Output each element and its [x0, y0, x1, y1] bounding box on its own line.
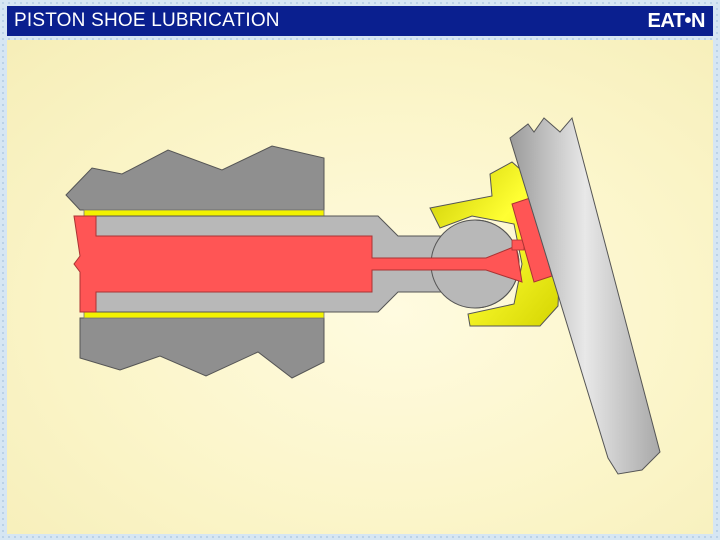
- slide-title: PISTON SHOE LUBRICATION: [14, 10, 280, 31]
- bore-liner-upper: [83, 209, 325, 217]
- cylinder-block-upper: [65, 145, 325, 211]
- swashplate: [509, 116, 661, 475]
- oil-passage-piston: [73, 215, 523, 313]
- title-bar: PISTON SHOE LUBRICATION EAT•N: [7, 6, 713, 36]
- eaton-logo: EAT•N: [647, 9, 706, 32]
- cylinder-block-lower: [79, 317, 325, 379]
- bore-liner-lower: [83, 311, 325, 319]
